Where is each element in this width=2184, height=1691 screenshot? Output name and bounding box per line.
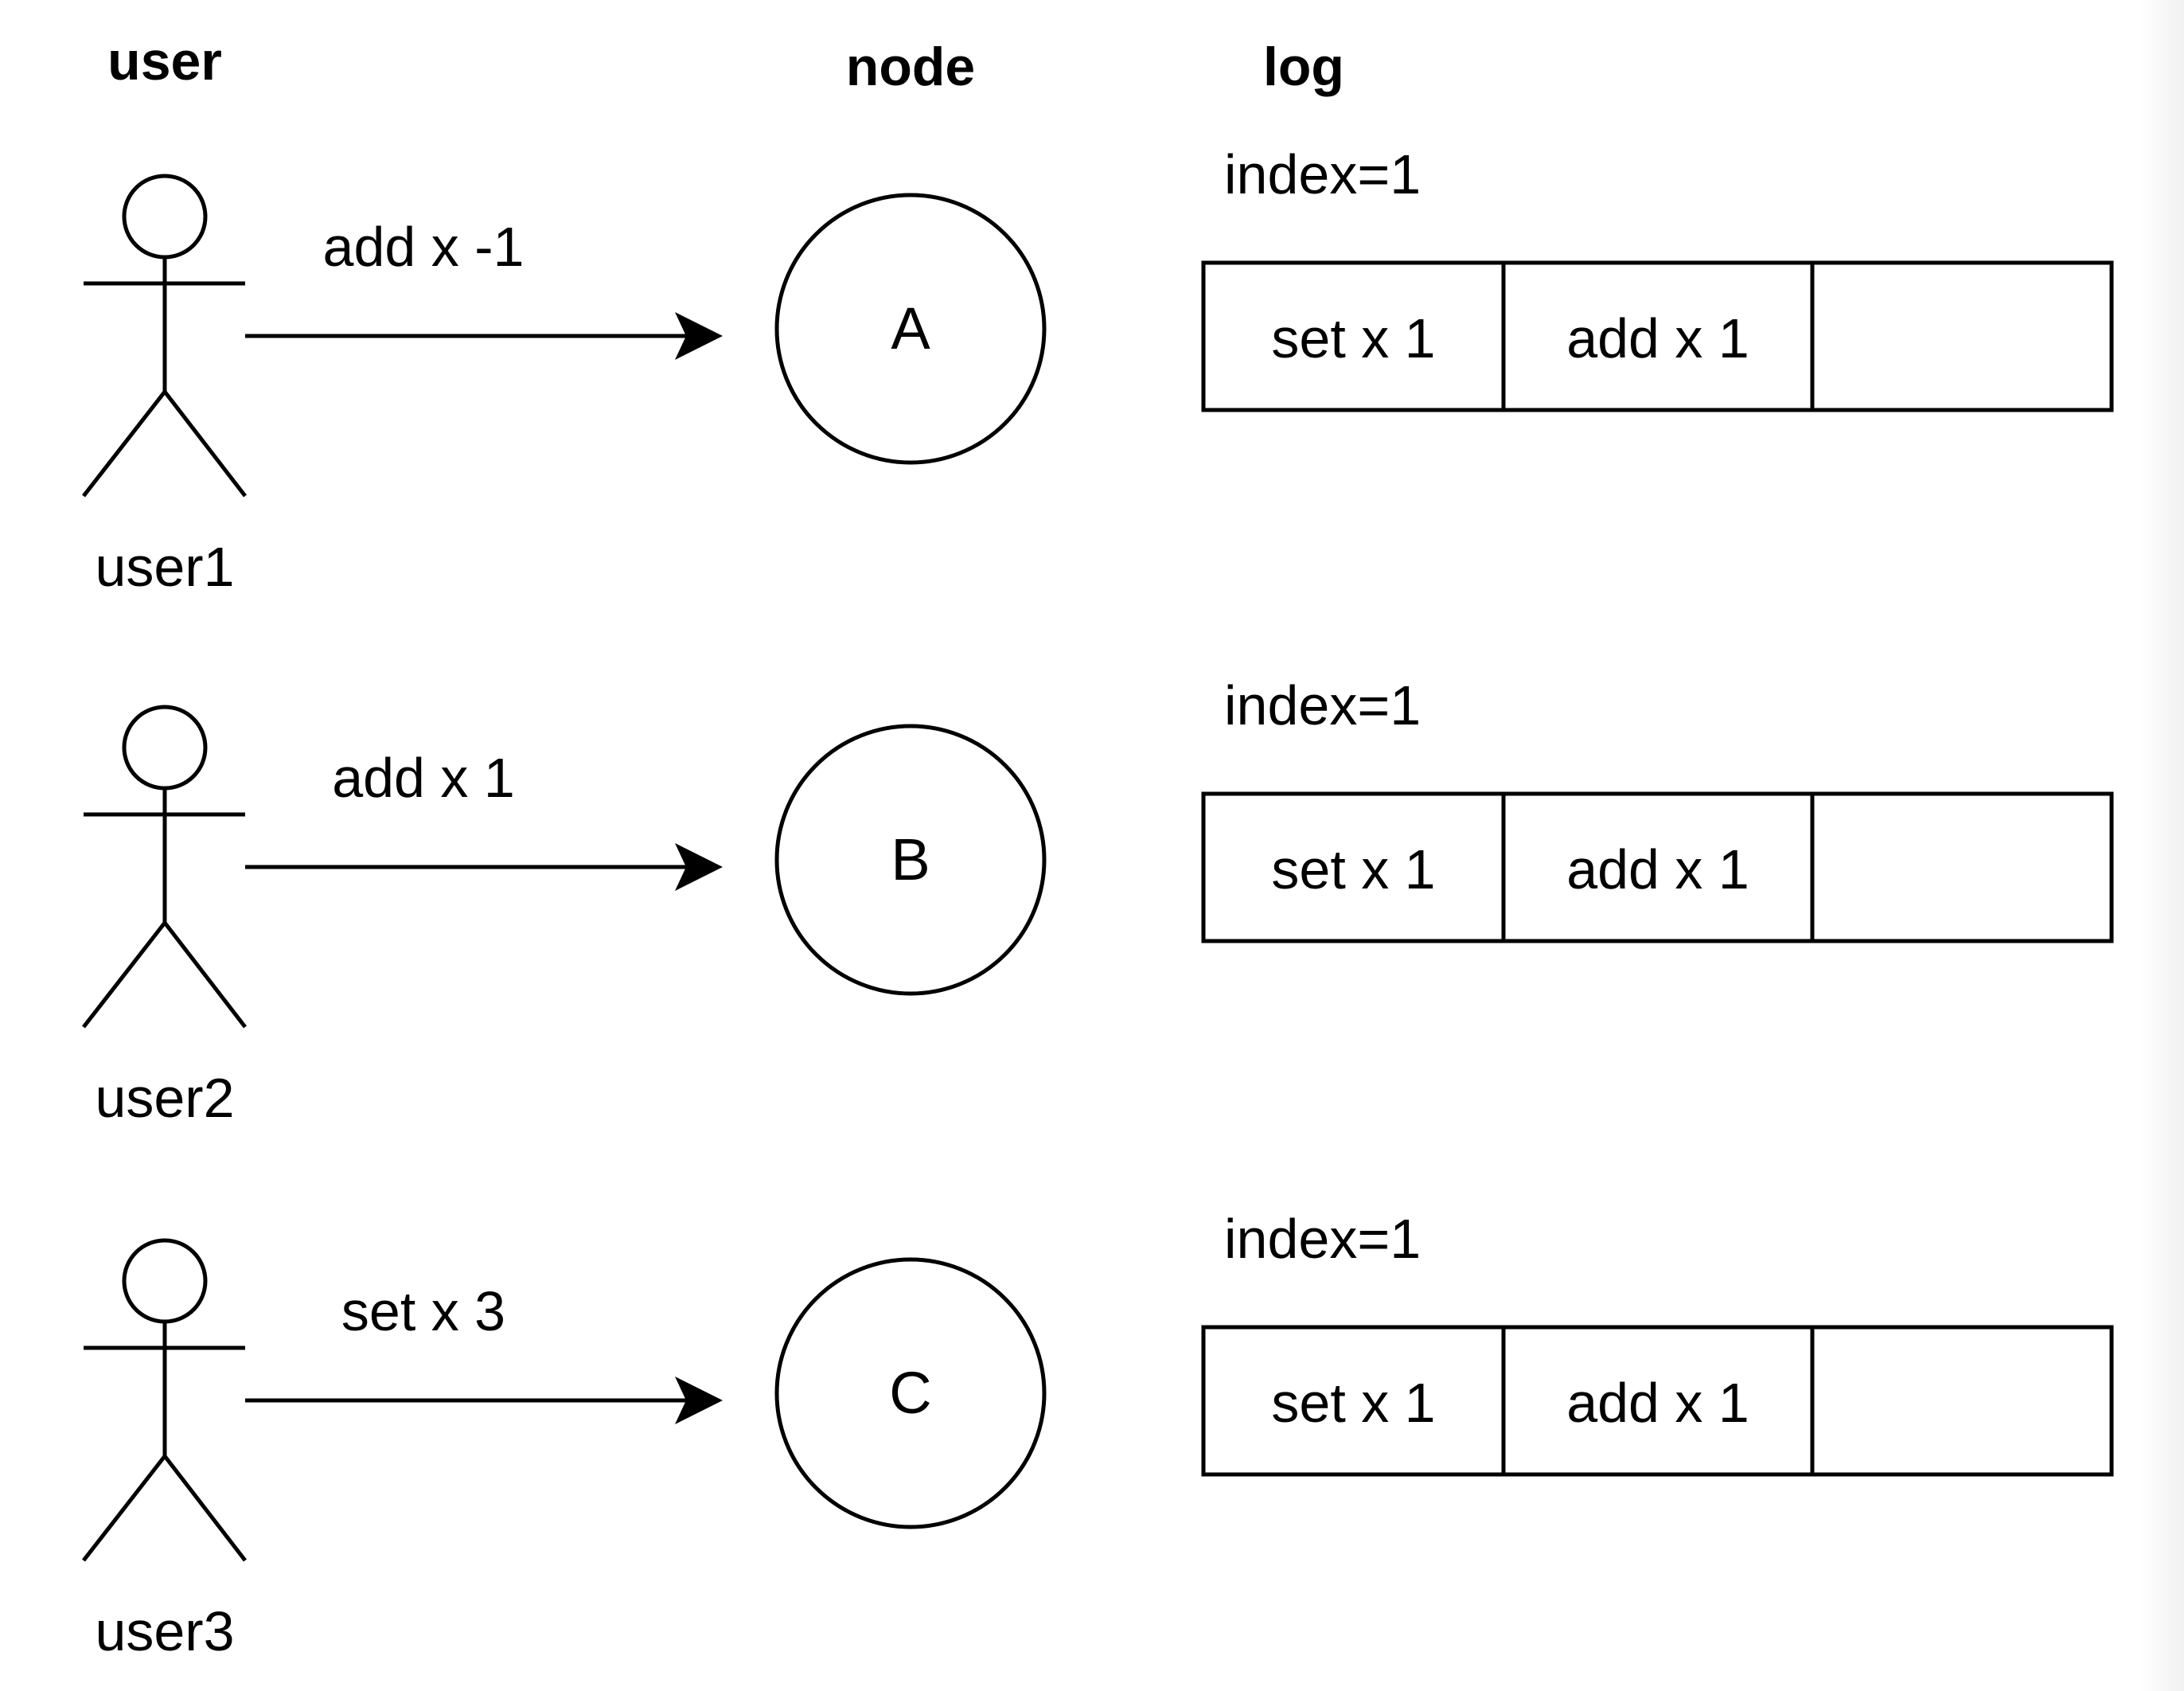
user-label: user1 xyxy=(95,536,234,598)
stick-figure-actor-icon xyxy=(82,705,247,1029)
command-label: add x 1 xyxy=(332,747,515,809)
user-column-header: user xyxy=(107,31,222,92)
user-label: user2 xyxy=(95,1067,234,1129)
node-circle: B xyxy=(774,724,1047,996)
log-box: set x 1 add x 1 xyxy=(1201,1325,2114,1477)
node-label: A xyxy=(891,295,930,361)
log-box: set x 1 add x 1 xyxy=(1201,260,2114,412)
arrow-right-icon xyxy=(245,843,723,891)
command-label: set x 3 xyxy=(341,1280,505,1342)
node-column-header: node xyxy=(846,37,975,97)
node-circle: C xyxy=(774,1257,1047,1529)
arrow-right-icon xyxy=(245,312,723,360)
log-entry-cell: set x 1 xyxy=(1271,1372,1435,1434)
log-entry-cell: set x 1 xyxy=(1271,307,1435,369)
node-label: B xyxy=(891,826,930,892)
stick-figure-actor-icon xyxy=(82,174,247,498)
log-entry-cell: add x 1 xyxy=(1566,838,1749,900)
log-box: set x 1 add x 1 xyxy=(1201,791,2114,943)
log-entry-cell: add x 1 xyxy=(1566,1372,1749,1434)
command-label: add x -1 xyxy=(323,216,525,278)
column-headers: user node log xyxy=(107,31,1344,97)
log-entry-cell: set x 1 xyxy=(1271,838,1435,900)
log-entry-cell: add x 1 xyxy=(1566,307,1749,369)
user-label: user3 xyxy=(95,1600,234,1662)
node-label: C xyxy=(889,1360,931,1426)
stick-figure-actor-icon xyxy=(82,1238,247,1562)
arrow-right-icon xyxy=(245,1377,723,1424)
index-label: index=1 xyxy=(1224,143,1421,205)
index-label: index=1 xyxy=(1224,1208,1421,1270)
node-circle: A xyxy=(774,193,1047,465)
log-column-header: log xyxy=(1263,37,1344,97)
index-label: index=1 xyxy=(1224,674,1421,736)
